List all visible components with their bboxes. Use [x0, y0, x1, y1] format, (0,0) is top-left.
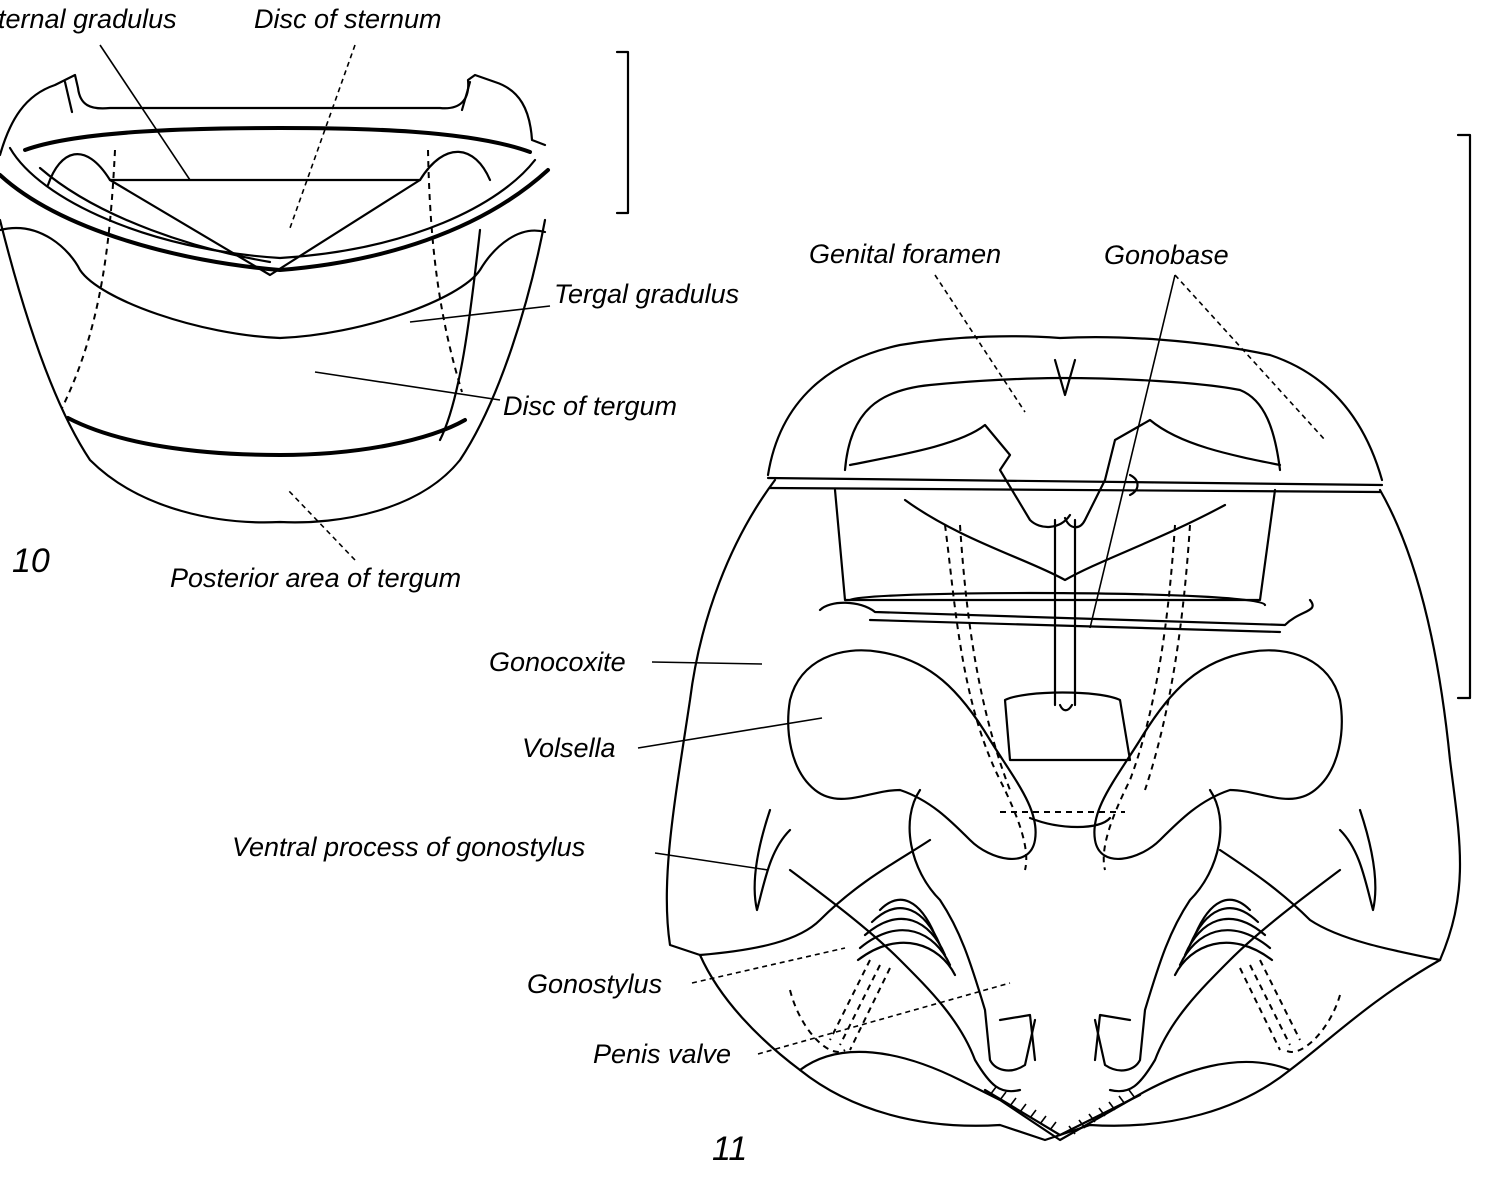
label-gonostylus: Gonostylus [527, 969, 662, 999]
figure-10-leaders [99, 44, 551, 561]
figure-10-drawing [0, 50, 630, 524]
figure-11-leaders [637, 274, 1326, 1055]
figure-11-drawing [665, 133, 1472, 1142]
label-volsella: Volsella [522, 733, 616, 763]
label-ventral-process-of-gonostylus: Ventral process of gonostylus [232, 832, 585, 862]
label-posterior-area-of-tergum: Posterior area of tergum [170, 563, 461, 593]
bristle-comb-left [856, 898, 957, 977]
figure-number-11: 11 [712, 1130, 747, 1168]
scale-bar-11 [1456, 133, 1472, 700]
label-gonobase: Gonobase [1104, 240, 1229, 270]
bristle-comb-right [1173, 898, 1274, 977]
scale-bar-10 [615, 50, 630, 215]
label-disc-of-tergum: Disc of tergum [503, 391, 677, 421]
label-sternal-gradulus: ternal gradulus [0, 4, 177, 34]
label-disc-of-sternum: Disc of sternum [254, 4, 442, 34]
figure-number-10: 10 [12, 542, 50, 580]
label-genital-foramen: Genital foramen [809, 239, 1001, 269]
label-penis-valve: Penis valve [593, 1039, 731, 1069]
label-gonocoxite: Gonocoxite [489, 647, 626, 677]
label-tergal-gradulus: Tergal gradulus [554, 279, 739, 309]
